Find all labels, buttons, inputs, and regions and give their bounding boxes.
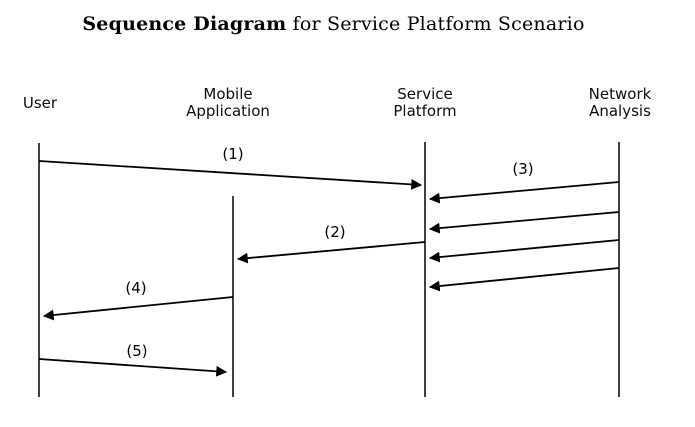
actor-label-line: Application [186,102,270,120]
message-4-arrow [42,296,234,321]
message-2-label: (2) [324,223,345,241]
actor-label-line: Platform [393,102,457,120]
message-3-label: (3) [512,160,533,178]
message-3-arrow-2 [428,211,620,234]
message-3-arrow-4 [428,267,620,292]
actor-label-line: Mobile [203,85,253,103]
actor-label-line: Service [397,85,453,103]
diagram-title-rest: for Service Platform Scenario [286,13,585,35]
lifeline-header-user: User [0,84,110,122]
message-4-label: (4) [125,279,146,297]
message-2-arrow [236,241,426,264]
message-5-arrow [38,358,228,377]
message-3-arrow-3 [428,239,620,263]
message-3-arrow-1 [428,181,620,204]
actor-label-line: User [22,93,58,112]
actor-label-line: Analysis [589,102,651,120]
diagram-title: Sequence Diagram for Service Platform Sc… [0,13,695,35]
diagram-title-emphasis: Sequence Diagram [82,13,287,35]
message-1-arrow [38,160,423,190]
lifeline-header-service-platform: Service Platform [355,84,495,122]
message-5-label: (5) [126,342,147,360]
lifeline-header-mobile-application: Mobile Application [158,84,298,122]
lifeline-header-network-analysis: Network Analysis [550,84,690,122]
message-1-label: (1) [222,145,243,163]
actor-label-line: Network [588,85,652,103]
